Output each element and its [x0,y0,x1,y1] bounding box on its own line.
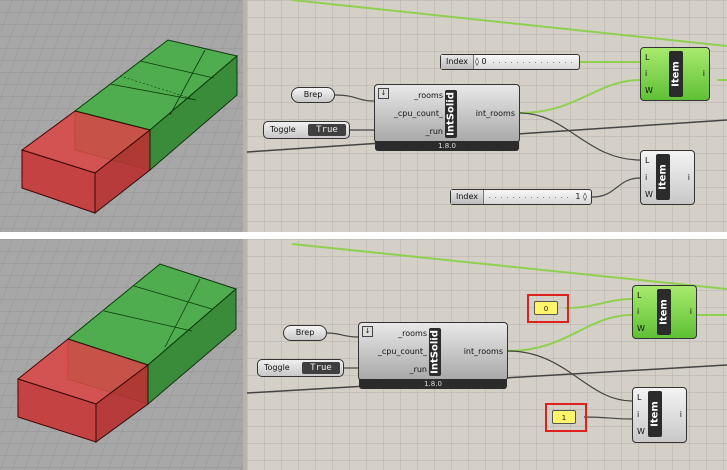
output-int-rooms-bottom: int_rooms [463,347,503,356]
output-int-rooms: int_rooms [475,109,515,118]
value-panel-b[interactable]: 1 [552,410,576,424]
item-a-output: i [702,69,705,78]
item-a-input-i-bottom: i [637,307,640,316]
item-b-input-w: W [645,190,653,199]
item-b-input-i-bottom: i [637,410,640,419]
toggle-value[interactable]: True [308,124,346,136]
item-a-input-w: W [645,86,653,95]
value-panel-a[interactable]: 0 [534,301,558,315]
rhino-viewport-bottom[interactable] [0,239,243,470]
top-panel: Brep Toggle True ↓ _rooms _cpu_count_ _r… [0,0,727,232]
box-model-top [0,0,243,232]
item-b-input-l-bottom: L [637,393,642,402]
item-b-input-l: L [645,156,650,165]
item-a-input-l-bottom: L [637,291,642,300]
box-model-bottom [0,239,243,470]
component-title-bottom: IntSolid [429,328,441,376]
item-a-input-l: L [645,53,650,62]
component-version-bottom: 1.8.0 [359,379,507,389]
item-b-title-bottom: Item [648,391,662,437]
slider-a-value: ◊ 0 [475,57,487,66]
list-item-a[interactable]: L i W Item i [640,47,710,101]
item-a-output-bottom: i [689,307,692,316]
toggle-value-bottom[interactable]: True [302,362,340,374]
highlight-box-b [545,403,587,432]
toggle-label: Toggle [270,125,296,134]
slider-b-value: 1 ◊ [575,192,587,201]
item-a-title-bottom: Item [657,289,671,335]
input-cpu-count-bottom: _cpu_count_ [377,347,427,356]
intsolid-component-bottom[interactable]: ↓ _rooms _cpu_count_ _run IntSolid int_r… [358,322,508,389]
value-panel-b-text: 1 [561,414,567,422]
viewport-divider-bottom[interactable] [243,239,247,470]
input-rooms: _rooms [414,91,443,100]
brep-param-bottom[interactable]: Brep [283,325,327,341]
value-panel-a-text: 0 [543,305,549,313]
panel-separator [0,232,727,239]
list-item-b-bottom[interactable]: L i W Item i [632,387,687,443]
input-run: _run [425,127,443,136]
toggle-label-bottom: Toggle [264,363,290,372]
brep-param-label: Brep [303,90,323,99]
item-b-output: i [687,173,690,182]
intsolid-component[interactable]: ↓ _rooms _cpu_count_ _run IntSolid int_r… [374,84,520,151]
slider-a-label: Index [441,55,475,69]
input-cpu-count: _cpu_count_ [393,109,443,118]
list-item-a-bottom[interactable]: L i W Item i [632,285,697,339]
grasshopper-canvas-top[interactable]: Brep Toggle True ↓ _rooms _cpu_count_ _r… [247,0,727,232]
bottom-panel: Brep Toggle True ↓ _rooms _cpu_count_ _r… [0,239,727,470]
item-b-input-w-bottom: W [637,427,645,436]
item-b-title: Item [656,154,670,200]
item-a-input-i: i [645,69,648,78]
component-version: 1.8.0 [375,141,519,151]
list-item-b[interactable]: L i W Item i [640,150,695,205]
brep-param-label-bottom: Brep [295,328,315,337]
component-title: IntSolid [445,90,457,138]
item-b-input-i: i [645,173,648,182]
index-slider-b[interactable]: Index 1 ◊ [450,189,592,205]
rhino-viewport-top[interactable] [0,0,243,232]
slider-a-track[interactable] [493,62,575,63]
slider-b-track[interactable] [483,197,569,198]
boolean-toggle[interactable]: Toggle True [263,121,350,139]
input-rooms-bottom: _rooms [398,329,427,338]
boolean-toggle-bottom[interactable]: Toggle True [257,359,344,377]
brep-param[interactable]: Brep [291,87,335,103]
viewport-divider[interactable] [243,0,247,232]
highlight-box-a [527,294,569,323]
input-run-bottom: _run [409,365,427,374]
component-menu-icon-bottom[interactable]: ↓ [362,326,373,337]
item-a-input-w-bottom: W [637,324,645,333]
component-menu-icon[interactable]: ↓ [378,88,389,99]
item-a-title: Item [669,51,683,97]
item-b-output-bottom: i [679,410,682,419]
grasshopper-canvas-bottom[interactable]: Brep Toggle True ↓ _rooms _cpu_count_ _r… [247,239,727,470]
index-slider-a[interactable]: Index ◊ 0 [440,54,580,70]
slider-b-label: Index [451,190,485,204]
